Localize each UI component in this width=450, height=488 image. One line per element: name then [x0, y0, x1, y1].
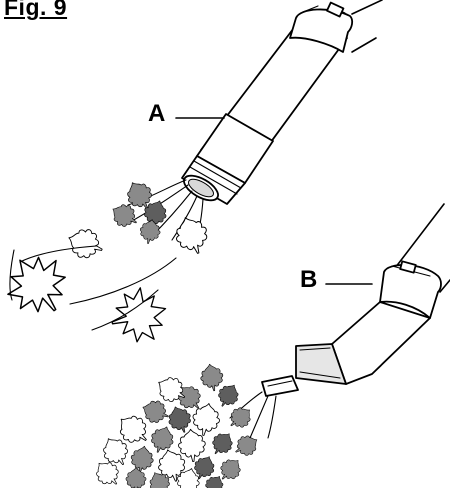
- callout-label-a: A: [148, 100, 165, 128]
- figure-title: Fig. 9: [4, 0, 67, 21]
- leaf-icon: [0, 177, 213, 349]
- blower-tube-nozzle-icon: [128, 0, 382, 240]
- vacuum-tube-nozzle-icon: [230, 204, 450, 438]
- leaf-pile-icon: [90, 362, 262, 488]
- callout-label-b: B: [300, 266, 317, 294]
